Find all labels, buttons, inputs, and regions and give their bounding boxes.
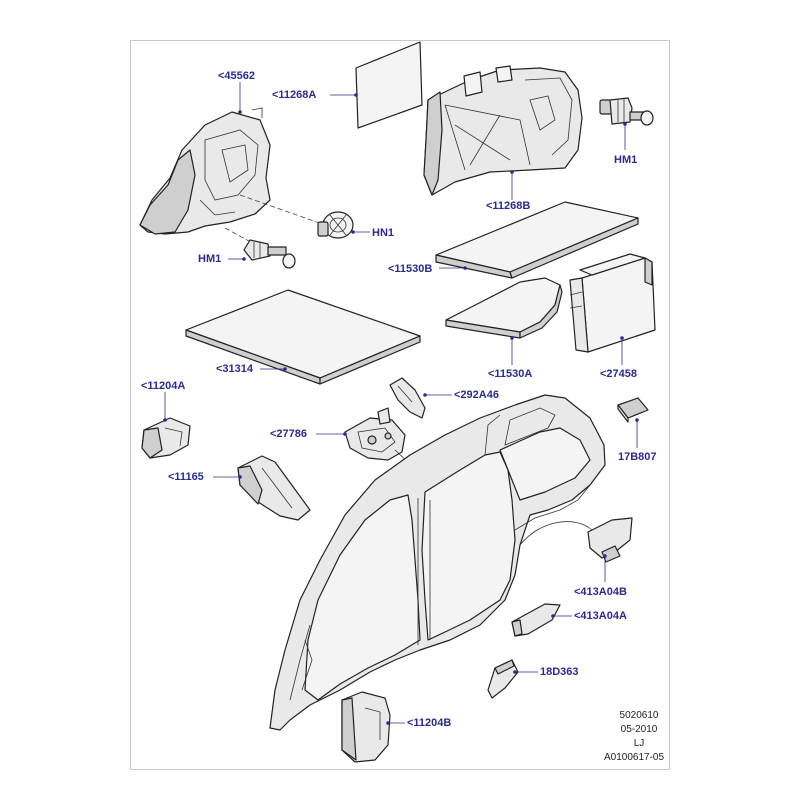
part-hm1-clip-right: [599, 97, 654, 126]
part-18d363-bracket: [487, 659, 519, 699]
callout-11268a[interactable]: <11268A: [272, 89, 317, 101]
part-27786-mechanism: [344, 407, 409, 463]
callout-hm1-left[interactable]: HM1: [198, 253, 222, 265]
callout-hn1[interactable]: HN1: [372, 227, 395, 239]
diagram-model-code: LJ: [633, 738, 645, 749]
part-11268a-pad: [355, 41, 423, 129]
part-27458-box: [569, 253, 656, 353]
fixing-line-hn1: [239, 194, 326, 226]
part-413a04a-trim: [511, 603, 561, 637]
part-11268b-quarter-trim: [423, 65, 583, 196]
part-45562-wheelhouse-trim: [139, 107, 271, 235]
part-hm1-clip-left: [243, 239, 296, 269]
callout-11165[interactable]: <11165: [168, 471, 204, 483]
part-17b807-pad: [617, 397, 649, 423]
callout-11268b[interactable]: <11268B: [486, 200, 531, 212]
callout-413a04b[interactable]: <413A04B: [574, 586, 627, 598]
part-11165-duct: [237, 455, 311, 521]
part-11530b-floor-board: [435, 201, 639, 279]
callout-hm1-top[interactable]: HM1: [614, 154, 638, 166]
callout-27786[interactable]: <27786: [270, 428, 308, 440]
callout-45562[interactable]: <45562: [218, 70, 256, 82]
body-side-outer: [269, 394, 606, 731]
part-31314-floor-panel: [185, 289, 421, 385]
diagram-date: 05-2010: [620, 724, 658, 735]
callout-11204b[interactable]: <11204B: [407, 717, 452, 729]
fixing-line-hm1-left: [224, 227, 259, 247]
leader-lines: [163, 82, 639, 725]
callout-11530a[interactable]: <11530A: [488, 368, 533, 380]
part-11204a-bracket: [141, 417, 191, 459]
callout-17b807[interactable]: 17B807: [618, 451, 657, 463]
part-11530a-board: [445, 277, 563, 339]
diagram-reference-number: 5020610: [619, 710, 659, 721]
callout-27458[interactable]: <27458: [600, 368, 638, 380]
part-413a04b-trim: [587, 517, 633, 563]
callout-31314[interactable]: <31314: [216, 363, 254, 375]
callout-413a04a[interactable]: <413A04A: [574, 610, 627, 622]
part-292a46-bracket: [389, 377, 426, 419]
callout-292a46[interactable]: <292A46: [454, 389, 499, 401]
part-hn1-retainer: [317, 211, 354, 239]
callout-11204a-top[interactable]: <11204A: [141, 380, 186, 392]
part-11204b-cover: [341, 691, 391, 763]
callout-18d363[interactable]: 18D363: [540, 666, 579, 678]
callout-11530b[interactable]: <11530B: [388, 263, 433, 275]
diagram-id: A0100617-05: [603, 752, 665, 763]
